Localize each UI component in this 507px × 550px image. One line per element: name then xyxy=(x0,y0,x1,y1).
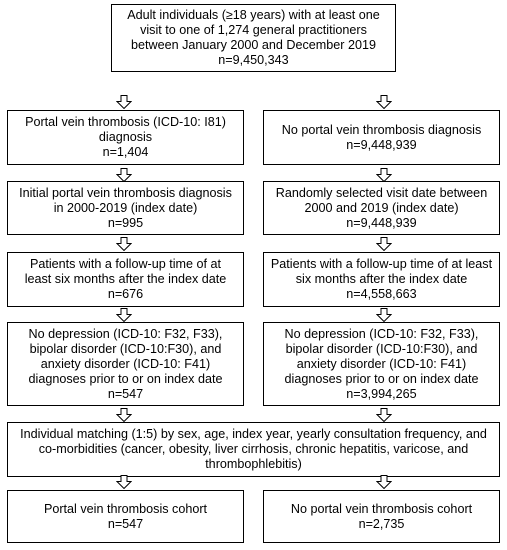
box-line: Portal vein thrombosis (ICD-10: I81) xyxy=(25,115,226,129)
box-study-population: Adult individuals (≥18 years) with at le… xyxy=(111,4,396,72)
arrow-down-icon xyxy=(116,95,132,109)
box-followup-no-pvt: Patients with a follow-up time of at lea… xyxy=(263,252,500,307)
box-line: n=9,448,939 xyxy=(346,137,417,152)
box-line: Patients with a follow-up time of at xyxy=(29,257,222,271)
box-line: n=4,558,663 xyxy=(346,287,417,301)
box-line: Initial portal vein thrombosis diagnosis xyxy=(19,185,232,200)
box-line: No depression (ICD-10: F32, F33), xyxy=(284,326,479,341)
arrow-down-icon xyxy=(116,408,132,422)
box-line: visit to one of 1,274 general practition… xyxy=(140,23,367,37)
box-line: bipolar disorder (ICD-10:F30), and xyxy=(29,341,222,356)
arrow-down-icon xyxy=(376,95,392,109)
arrow-down-icon xyxy=(376,168,392,182)
box-line: No depression (ICD-10: F32, F33), xyxy=(28,326,223,341)
box-line: 2000 and 2019 (index date) xyxy=(304,200,459,215)
box-line: co-morbidities (cancer, obesity, liver c… xyxy=(38,442,469,456)
box-initial-pvt-index: Initial portal vein thrombosis diagnosis… xyxy=(7,181,244,235)
arrow-down-icon xyxy=(116,308,132,322)
box-followup-pvt: Patients with a follow-up time of at lea… xyxy=(7,252,244,307)
box-line: bipolar disorder (ICD-10:F30), and xyxy=(285,341,478,356)
box-line: Randomly selected visit date between xyxy=(275,185,488,200)
box-no-depression-pvt: No depression (ICD-10: F32, F33), bipola… xyxy=(7,322,244,406)
box-line: least six months after the index date xyxy=(24,272,227,286)
arrow-down-icon xyxy=(376,308,392,322)
box-line: No portal vein thrombosis diagnosis xyxy=(281,122,482,137)
box-line: between January 2000 and December 2019 xyxy=(130,38,377,52)
box-no-depression-no-pvt: No depression (ICD-10: F32, F33), bipola… xyxy=(263,322,500,406)
box-line: thrombophlebitis) xyxy=(205,457,302,471)
box-line: Patients with a follow-up time of at lea… xyxy=(270,257,493,271)
box-line: anxiety disorder (ICD-10: F41) xyxy=(296,356,467,371)
arrow-down-icon xyxy=(376,408,392,422)
box-pvt-cohort: Portal vein thrombosis cohort n=547 xyxy=(7,490,244,543)
arrow-down-icon xyxy=(116,168,132,182)
box-line: n=1,404 xyxy=(102,145,149,159)
box-line: Adult individuals (≥18 years) with at le… xyxy=(127,8,380,22)
box-line: Individual matching (1:5) by sex, age, i… xyxy=(20,427,487,441)
box-line: Portal vein thrombosis cohort xyxy=(43,501,208,516)
box-line: n=547 xyxy=(107,516,144,531)
box-line: n=9,450,343 xyxy=(218,53,289,67)
box-line: diagnoses prior to or on index date xyxy=(284,371,479,386)
box-line: n=547 xyxy=(107,386,144,401)
arrow-down-icon xyxy=(116,237,132,251)
box-pvt-diagnosis: Portal vein thrombosis (ICD-10: I81) dia… xyxy=(7,110,244,165)
box-random-visit-index: Randomly selected visit date between 200… xyxy=(263,181,500,235)
box-line: n=995 xyxy=(107,215,144,230)
box-individual-matching: Individual matching (1:5) by sex, age, i… xyxy=(7,422,500,477)
box-line: anxiety disorder (ICD-10: F41) xyxy=(40,356,211,371)
arrow-down-icon xyxy=(116,475,132,489)
box-line: n=3,994,265 xyxy=(346,386,417,401)
box-line: diagnosis xyxy=(98,130,153,144)
box-line: n=9,448,939 xyxy=(346,215,417,230)
box-line: n=676 xyxy=(107,287,144,301)
box-line: n=2,735 xyxy=(358,516,405,531)
box-no-pvt-cohort: No portal vein thrombosis cohort n=2,735 xyxy=(263,490,500,543)
box-line: No portal vein thrombosis cohort xyxy=(290,501,473,516)
box-line: in 2000-2019 (index date) xyxy=(53,200,198,215)
box-no-pvt-diagnosis: No portal vein thrombosis diagnosis n=9,… xyxy=(263,110,500,165)
arrow-down-icon xyxy=(376,475,392,489)
arrow-down-icon xyxy=(376,237,392,251)
box-line: diagnoses prior to or on index date xyxy=(28,371,223,386)
box-line: six months after the index date xyxy=(295,272,468,286)
